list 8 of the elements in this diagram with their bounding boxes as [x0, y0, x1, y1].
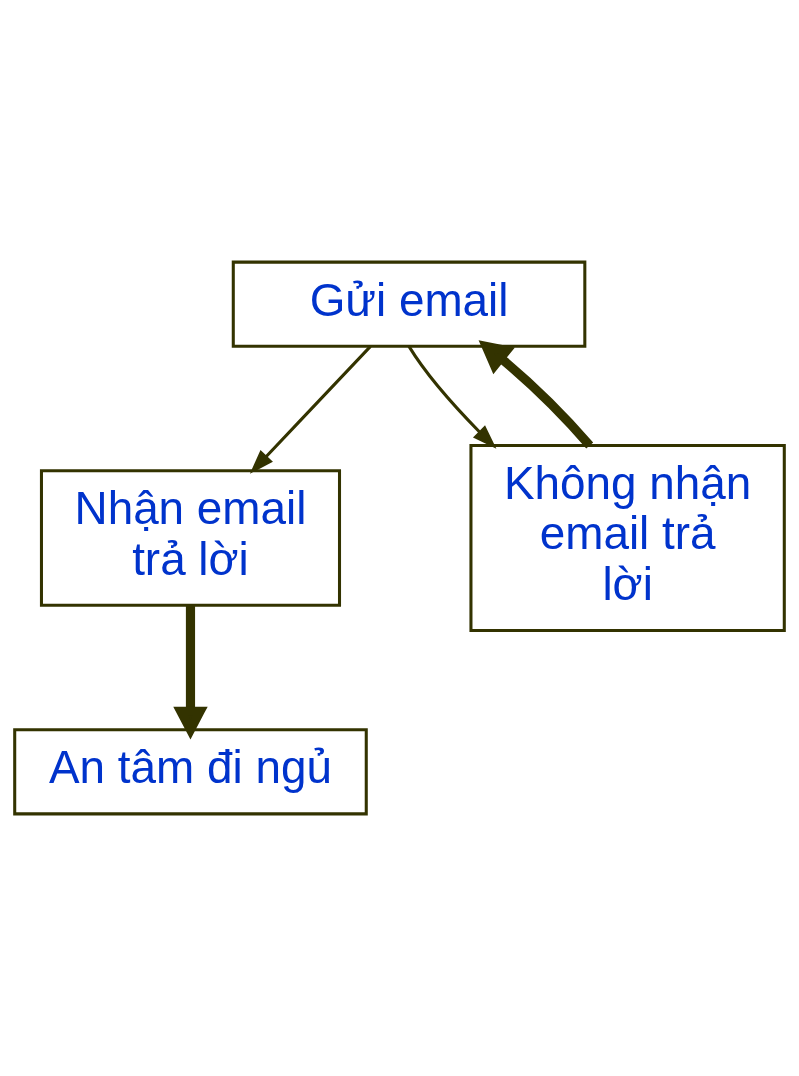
arrow — [173, 605, 208, 740]
node-box: Gửi email — [231, 260, 587, 348]
node-box: Không nhận email trả lời — [469, 444, 786, 632]
arrow — [407, 345, 497, 449]
arrow — [249, 345, 372, 474]
arrow — [478, 340, 594, 449]
node-box: Nhận email trả lời — [39, 469, 342, 607]
node-box: An tâm đi ngủ — [13, 728, 368, 816]
